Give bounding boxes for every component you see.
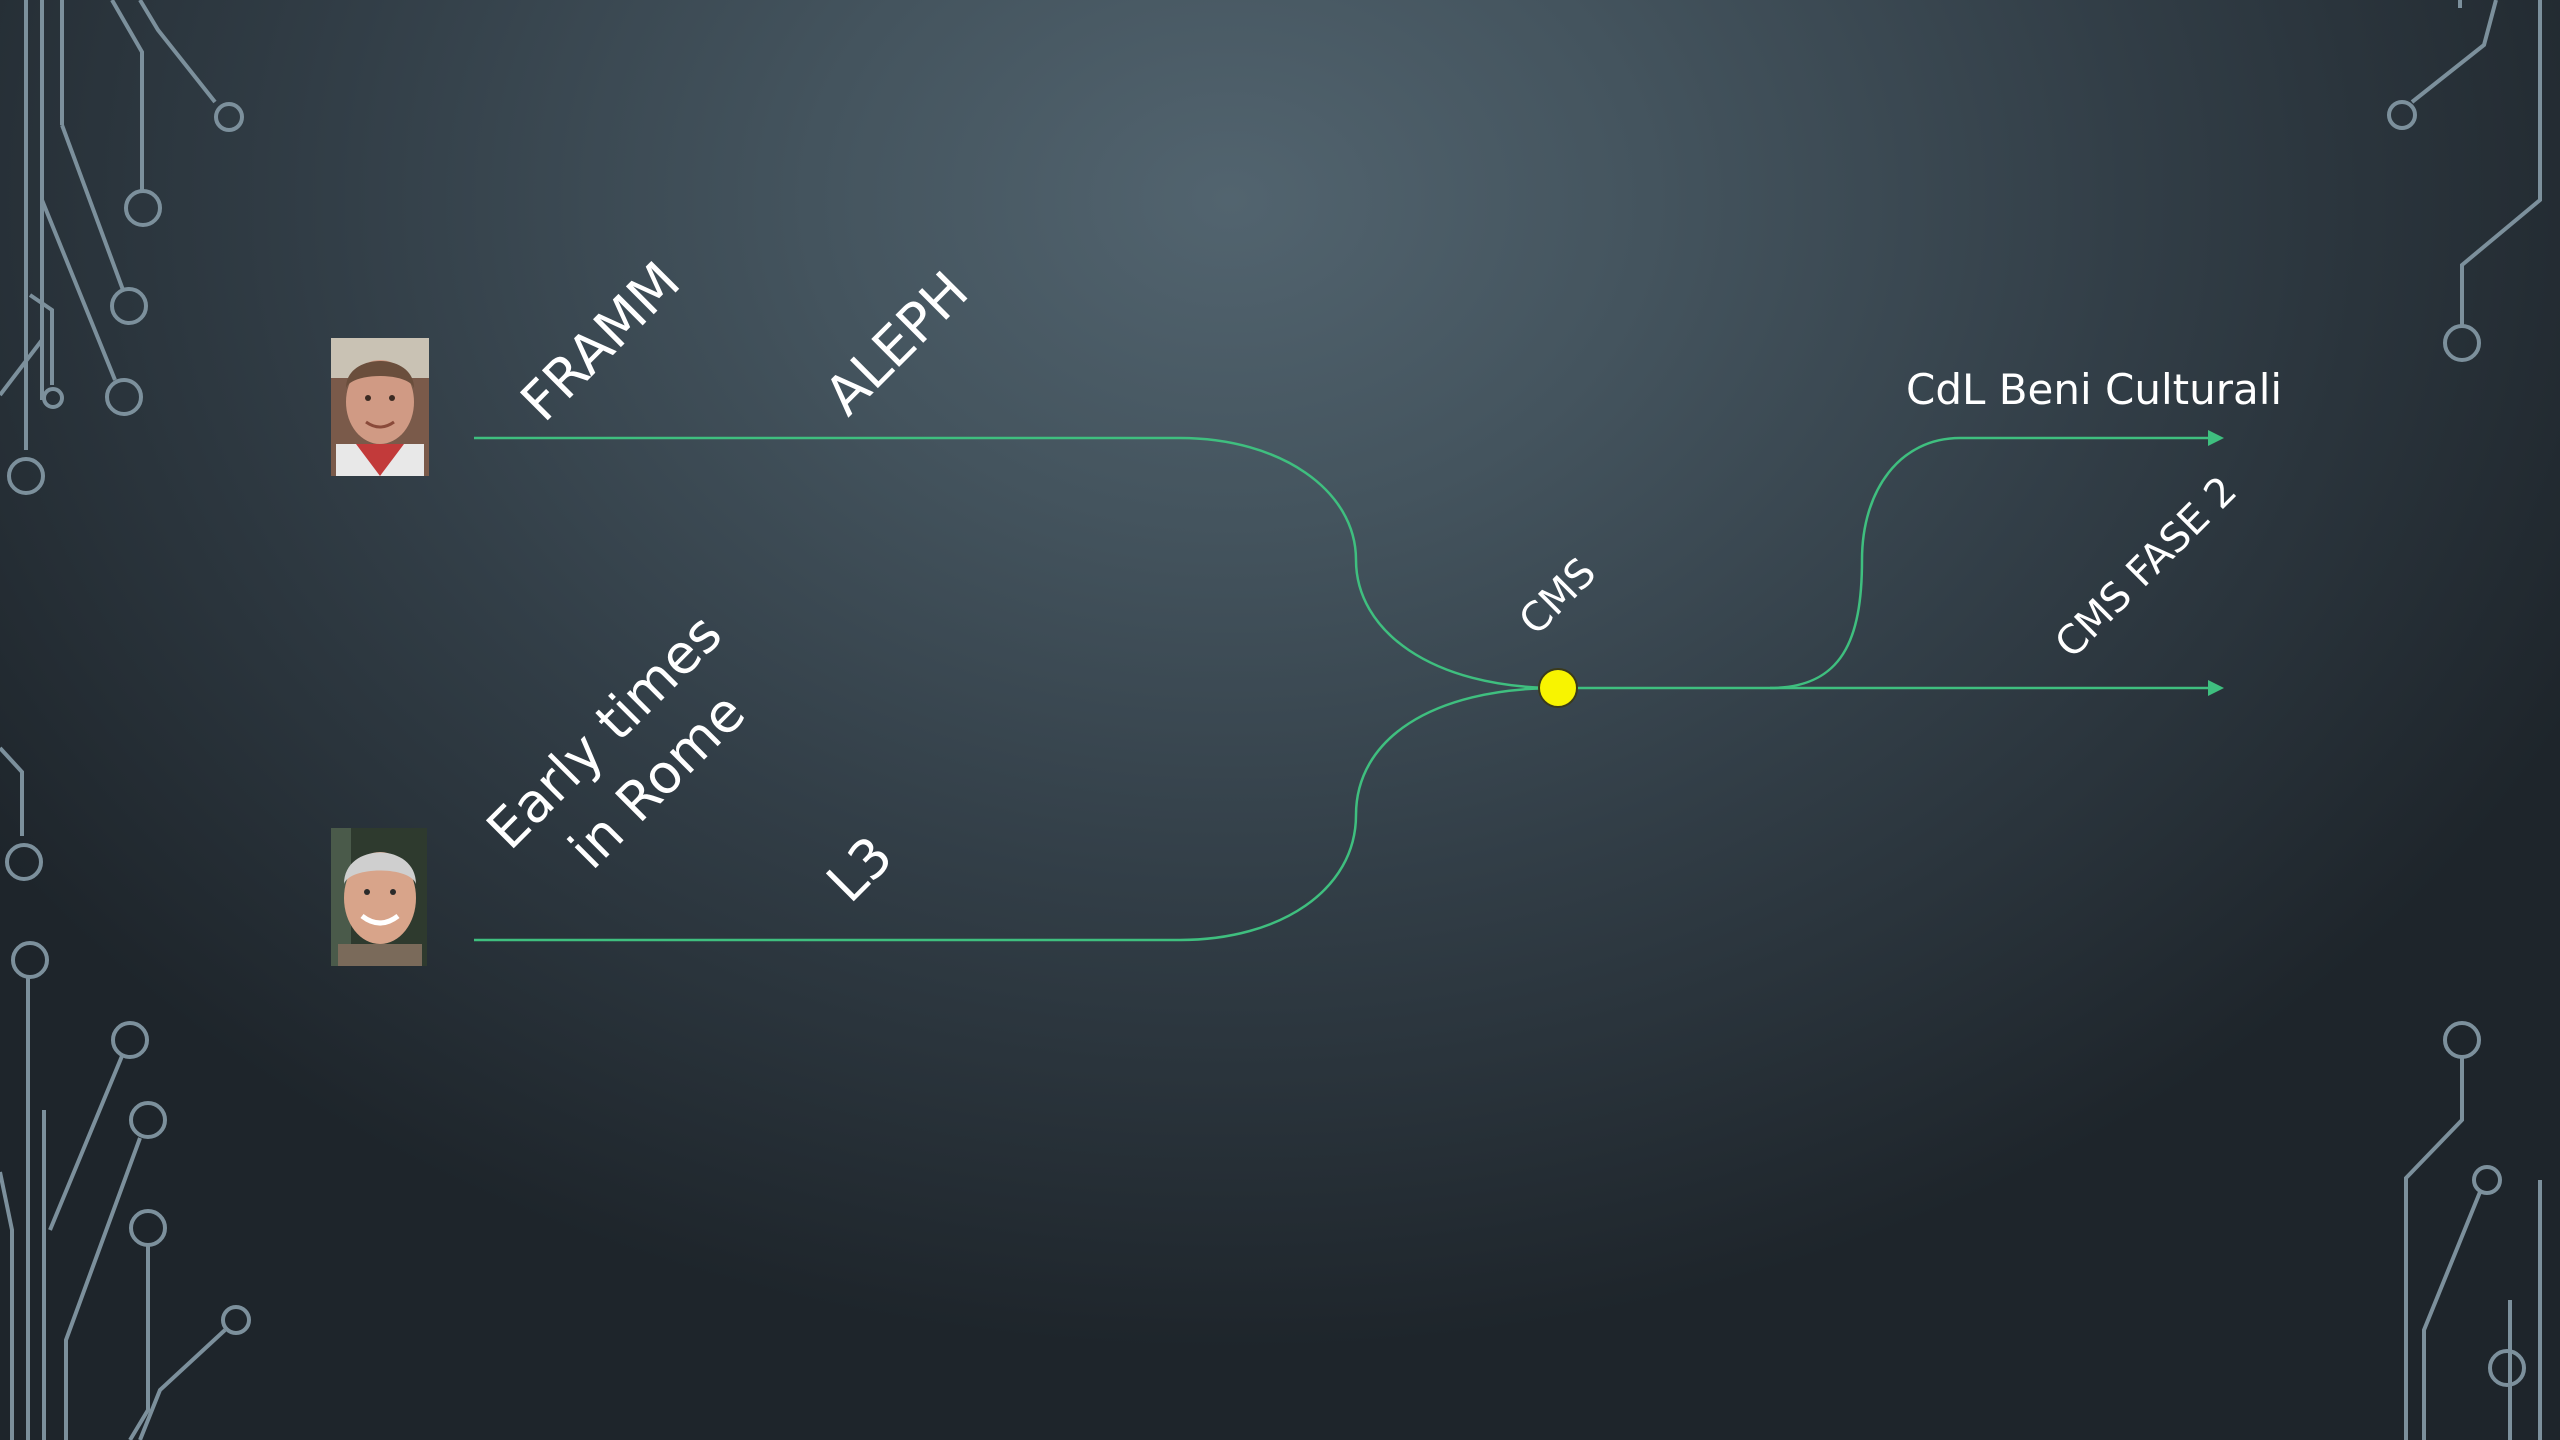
label-cms-hub: CMS — [1511, 549, 1606, 644]
circuit-decoration-top-left — [0, 0, 244, 495]
cms-hub-node — [1538, 668, 1578, 708]
portrait-bottom-eye-left — [364, 889, 370, 895]
portrait-top — [331, 338, 429, 476]
label-cms-fase-2: CMS FASE 2 — [2047, 468, 2246, 667]
label-cdl-beni-culturali: CdL Beni Culturali — [1906, 365, 2282, 414]
portrait-top-eye-left — [365, 395, 371, 401]
flow-lines — [474, 430, 2224, 942]
portrait-bottom — [331, 828, 427, 966]
label-framm: FRAMM — [509, 250, 693, 434]
arrowhead-cms-fase-2 — [2208, 680, 2224, 696]
portrait-top-eye-right — [389, 395, 395, 401]
label-early-times: Early times in Rome — [475, 590, 797, 912]
flow-line-upper-output — [1769, 436, 2210, 690]
portrait-bottom-eye-right — [390, 889, 396, 895]
flow-line-top-input — [474, 436, 1559, 690]
flow-line-bottom-input — [474, 686, 1559, 942]
label-l3: L3 — [815, 824, 905, 914]
circuit-decoration-top-right — [2387, 0, 2542, 362]
arrowhead-cdl-beni-culturali — [2208, 430, 2224, 446]
circuit-decoration-bottom-right — [2404, 1021, 2542, 1440]
label-aleph: ALEPH — [813, 259, 981, 427]
circuit-decoration-bottom-left — [0, 746, 251, 1440]
